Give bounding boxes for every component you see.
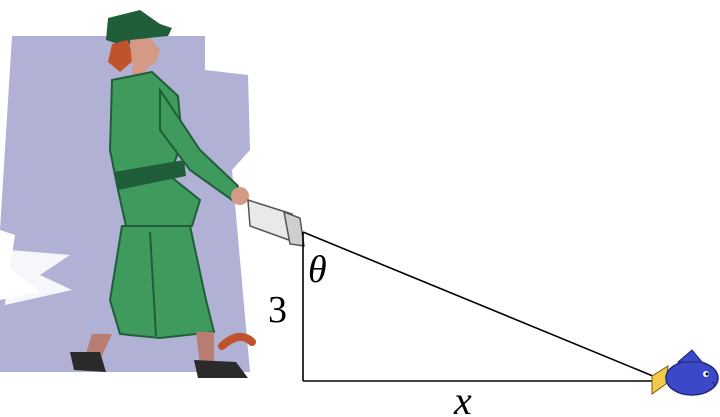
fish-icon <box>651 349 719 396</box>
vertical-leg-label: 3 <box>268 289 287 331</box>
right-triangle <box>302 231 666 382</box>
angle-label: θ <box>308 249 327 291</box>
horizontal-leg-label: x <box>453 378 472 417</box>
woman-with-flashlight-icon <box>70 10 305 378</box>
hypotenuse-beam <box>302 231 666 382</box>
